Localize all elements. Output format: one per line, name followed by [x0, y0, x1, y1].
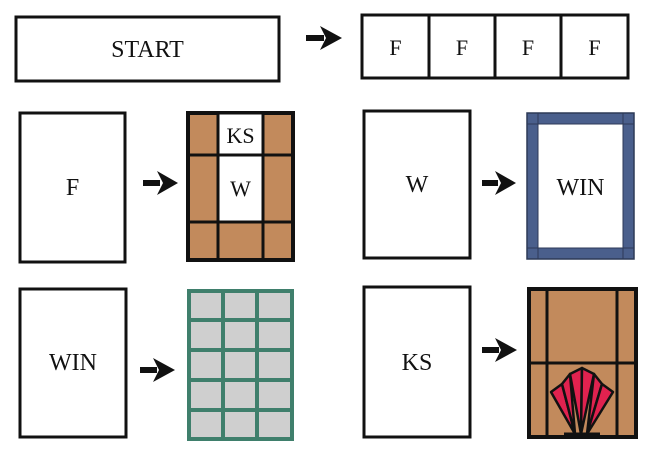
- w-box: [362, 109, 472, 260]
- w-result-window: WIN: [526, 112, 635, 260]
- win-label: WIN: [557, 175, 605, 201]
- f-cell-label: F: [522, 35, 534, 60]
- w-box-label: W: [406, 172, 429, 198]
- right-arrow-icon: [140, 358, 175, 382]
- right-arrow-icon: [143, 171, 178, 195]
- fan-ornament-icon: [549, 366, 615, 436]
- start-label: START: [111, 37, 184, 63]
- f-cell-label: F: [389, 35, 401, 60]
- right-arrow-icon: [482, 338, 517, 362]
- right-arrow-icon: [306, 26, 342, 50]
- ks-box-label: KS: [402, 350, 433, 376]
- rule-w: W WIN: [362, 109, 635, 260]
- w-label: W: [230, 176, 251, 201]
- rule-win: WIN: [18, 287, 294, 441]
- start-box: [14, 15, 281, 83]
- win-result-grid: [187, 289, 294, 441]
- rule-f: F KS W: [18, 111, 295, 264]
- f-cell-label: F: [456, 35, 468, 60]
- ks-result-facade: [527, 287, 638, 439]
- f-label: F: [66, 175, 79, 201]
- rule-start: START F F F F: [14, 13, 630, 83]
- f-cell-label: F: [588, 35, 600, 60]
- f-box: [18, 111, 127, 264]
- rule-ks: KS: [362, 285, 638, 439]
- right-arrow-icon: [482, 171, 516, 195]
- w-cell: [219, 156, 262, 221]
- ks-label: KS: [226, 123, 254, 148]
- ks-box: [362, 285, 472, 439]
- ks-cell: [219, 114, 262, 154]
- f-sequence: F F F F: [360, 13, 630, 80]
- f-result-facade: KS W: [186, 111, 295, 262]
- win-box-label: WIN: [49, 350, 97, 376]
- win-box: [18, 287, 128, 439]
